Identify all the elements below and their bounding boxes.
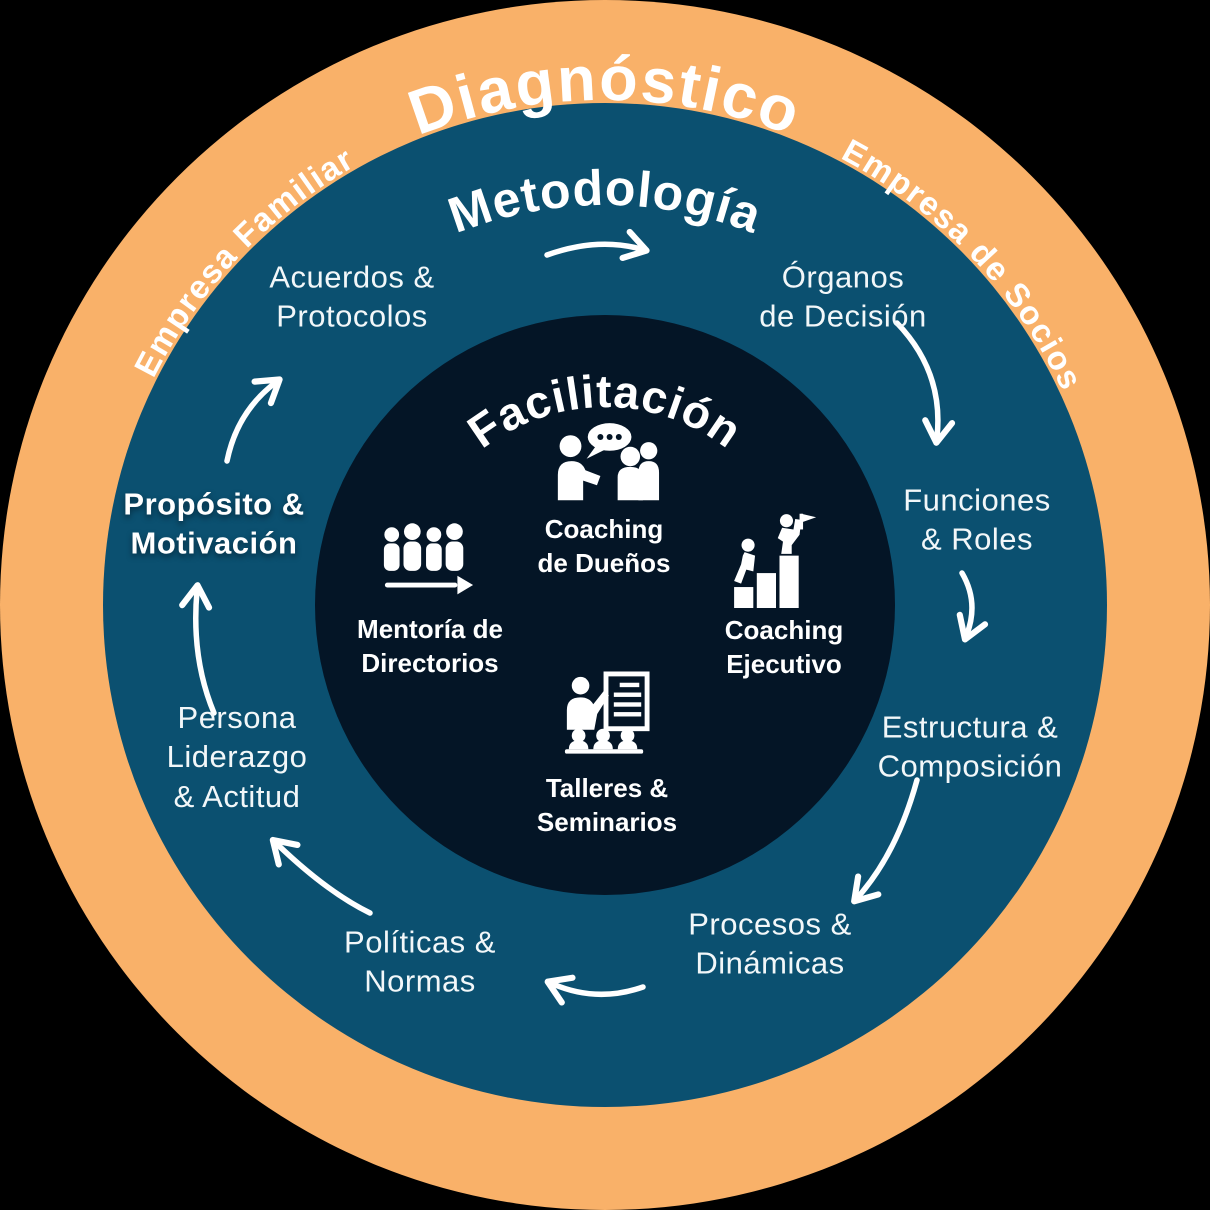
ring-item-persona-liderazgo-actitud: Persona Liderazgo & Actitud	[166, 699, 308, 814]
ring-item-funciones-roles: Funciones & Roles	[903, 482, 1051, 557]
service-label-coaching-ejecutivo: Coaching Ejecutivo	[724, 615, 844, 679]
conversation-icon	[557, 423, 660, 501]
stairs-climb-icon	[734, 513, 817, 608]
ring-item-organos-decision: Órganos de Decisión	[759, 259, 927, 334]
service-label-mentoria-directorios: Mentoría de Directorios	[357, 614, 503, 678]
ring-item-estructura-composicion: Estructura & Composición	[877, 709, 1063, 784]
ring-item-politicas-normas: Políticas & Normas	[344, 924, 496, 999]
ring-item-procesos-dinamicas: Procesos & Dinámicas	[688, 906, 852, 981]
service-label-talleres-seminarios: Talleres & Seminarios	[536, 773, 678, 837]
ring-item-acuerdos-protocolos: Acuerdos & Protocolos	[269, 259, 435, 334]
team-arrow-icon	[383, 523, 474, 595]
service-label-coaching-duenos: Coaching de Dueños	[537, 514, 671, 578]
presentation-icon	[564, 671, 650, 754]
ring-item-proposito-motivacion: Propósito & Motivación	[123, 486, 305, 561]
